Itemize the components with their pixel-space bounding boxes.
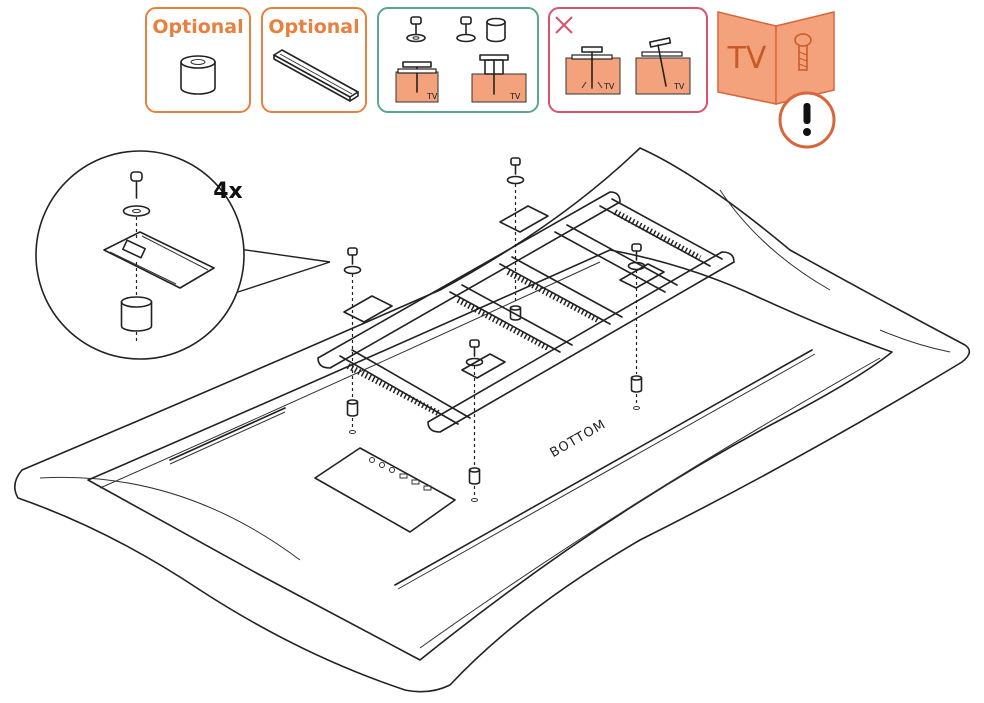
spacer-icon <box>486 17 506 43</box>
fastener-set-left <box>343 247 362 434</box>
tv-manual-panel: TV <box>717 11 836 149</box>
washer-icon <box>506 175 525 185</box>
tv-back-panel: BOTTOM <box>14 147 971 693</box>
fastener-set-right <box>627 243 646 410</box>
wrong-fastening-panel: TV TV <box>548 7 708 113</box>
screw-icon <box>410 16 422 35</box>
screw-icon <box>794 33 812 71</box>
screw-icon <box>347 247 358 265</box>
x-mark-icon <box>555 16 573 34</box>
screw-icon <box>469 339 480 357</box>
rail-icon <box>103 231 215 289</box>
optional-rail-panel: Optional <box>261 7 367 113</box>
screw-icon <box>460 16 472 35</box>
wall-mount-bracket <box>317 191 735 433</box>
washer-icon <box>406 33 426 43</box>
washer-icon <box>122 205 151 217</box>
tv-label-wrong-left: TV <box>603 82 615 91</box>
rail-icon <box>273 49 359 102</box>
spacer-icon <box>346 399 359 417</box>
screw-icon <box>510 157 521 175</box>
bottom-label: BOTTOM <box>548 417 609 461</box>
tv-label-correct-right: TV <box>509 92 521 101</box>
correct-assembly-right: TV <box>471 54 527 103</box>
connector-panel <box>314 447 456 533</box>
spacer-icon <box>630 375 643 393</box>
washer-icon <box>343 265 362 275</box>
spacer-icon <box>509 305 522 321</box>
tv-label-correct-left: TV <box>426 92 438 101</box>
quantity-label: 4x <box>213 179 243 204</box>
correct-assembly-left: TV <box>395 61 439 103</box>
washer-icon <box>456 33 476 43</box>
wrong-assembly-left: TV <box>565 46 621 95</box>
fastener-set-bottom <box>465 339 484 502</box>
optional-spacer-label: Optional <box>152 16 243 38</box>
spacer-icon <box>120 296 153 332</box>
optional-rail-label: Optional <box>268 16 359 38</box>
wrong-assembly-right: TV <box>635 37 691 95</box>
detail-callout: 4x <box>35 150 331 360</box>
tv-manual-label: TV <box>727 41 767 76</box>
correct-fastening-panel: TV TV <box>377 7 539 113</box>
warning-icon <box>778 91 836 149</box>
washer-icon <box>627 261 646 271</box>
washer-icon <box>465 357 484 367</box>
screw-icon <box>130 171 143 199</box>
spacer-icon <box>180 55 216 95</box>
spacer-icon <box>468 467 481 485</box>
screw-icon <box>631 243 642 261</box>
optional-spacer-panel: Optional <box>145 7 251 113</box>
tv-label-wrong-right: TV <box>673 82 685 91</box>
fastener-set-top <box>506 157 525 321</box>
